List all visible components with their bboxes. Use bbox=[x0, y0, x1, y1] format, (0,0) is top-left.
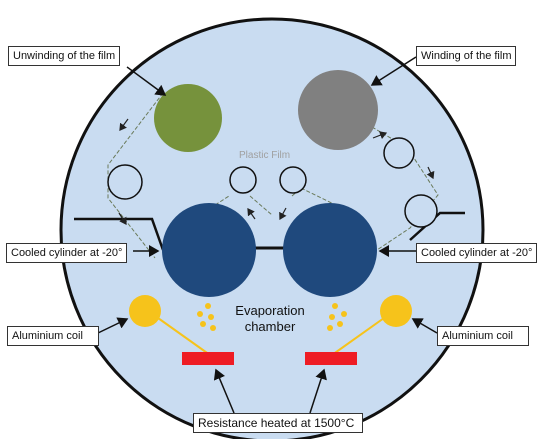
callout-arrows bbox=[97, 56, 438, 414]
wind-roll bbox=[298, 70, 378, 150]
cooled-cylinder-left bbox=[162, 203, 256, 297]
label-winding: Winding of the film bbox=[416, 46, 517, 66]
label-plastic-film: Plastic Film bbox=[239, 150, 291, 161]
aluminium-wire-left bbox=[157, 317, 211, 356]
guide-roller-center-left bbox=[229, 166, 257, 194]
guide-roller-left bbox=[107, 164, 143, 200]
label-evaporation-line1: Evaporation bbox=[235, 303, 305, 318]
film-path-left bbox=[107, 92, 359, 259]
cooled-cylinder-right bbox=[283, 203, 377, 297]
guide-roller-right-bottom bbox=[404, 194, 438, 228]
vapour-dots-right bbox=[327, 303, 347, 331]
aluminium-coil-right bbox=[380, 295, 412, 327]
heater-right bbox=[305, 352, 357, 365]
label-evaporation-chamber: Evaporation chamber bbox=[225, 303, 315, 335]
right-support-bar bbox=[409, 211, 465, 241]
label-evaporation-line2: chamber bbox=[244, 319, 296, 334]
chamber-body bbox=[59, 17, 485, 439]
label-cooled-right: Cooled cylinder at -20° bbox=[416, 243, 538, 263]
vapour-dots-left bbox=[197, 303, 216, 331]
label-aluminium-left: Aluminium coil bbox=[7, 326, 99, 346]
label-resistance: Resistance heated at 1500°C bbox=[193, 413, 363, 433]
aluminium-wire-right bbox=[331, 317, 385, 356]
left-support-bar bbox=[74, 217, 165, 251]
film-path-right bbox=[367, 126, 439, 257]
unwind-roll bbox=[154, 84, 222, 152]
label-cooled-left: Cooled cylinder at -20° bbox=[6, 243, 128, 263]
film-direction-arrows bbox=[118, 118, 435, 226]
guide-roller-right-top bbox=[383, 137, 415, 169]
aluminium-coil-left bbox=[129, 295, 161, 327]
guide-roller-center-right bbox=[279, 166, 307, 194]
heater-left bbox=[182, 352, 234, 365]
label-unwinding: Unwinding of the film bbox=[8, 46, 121, 66]
label-aluminium-right: Aluminium coil bbox=[437, 326, 529, 346]
